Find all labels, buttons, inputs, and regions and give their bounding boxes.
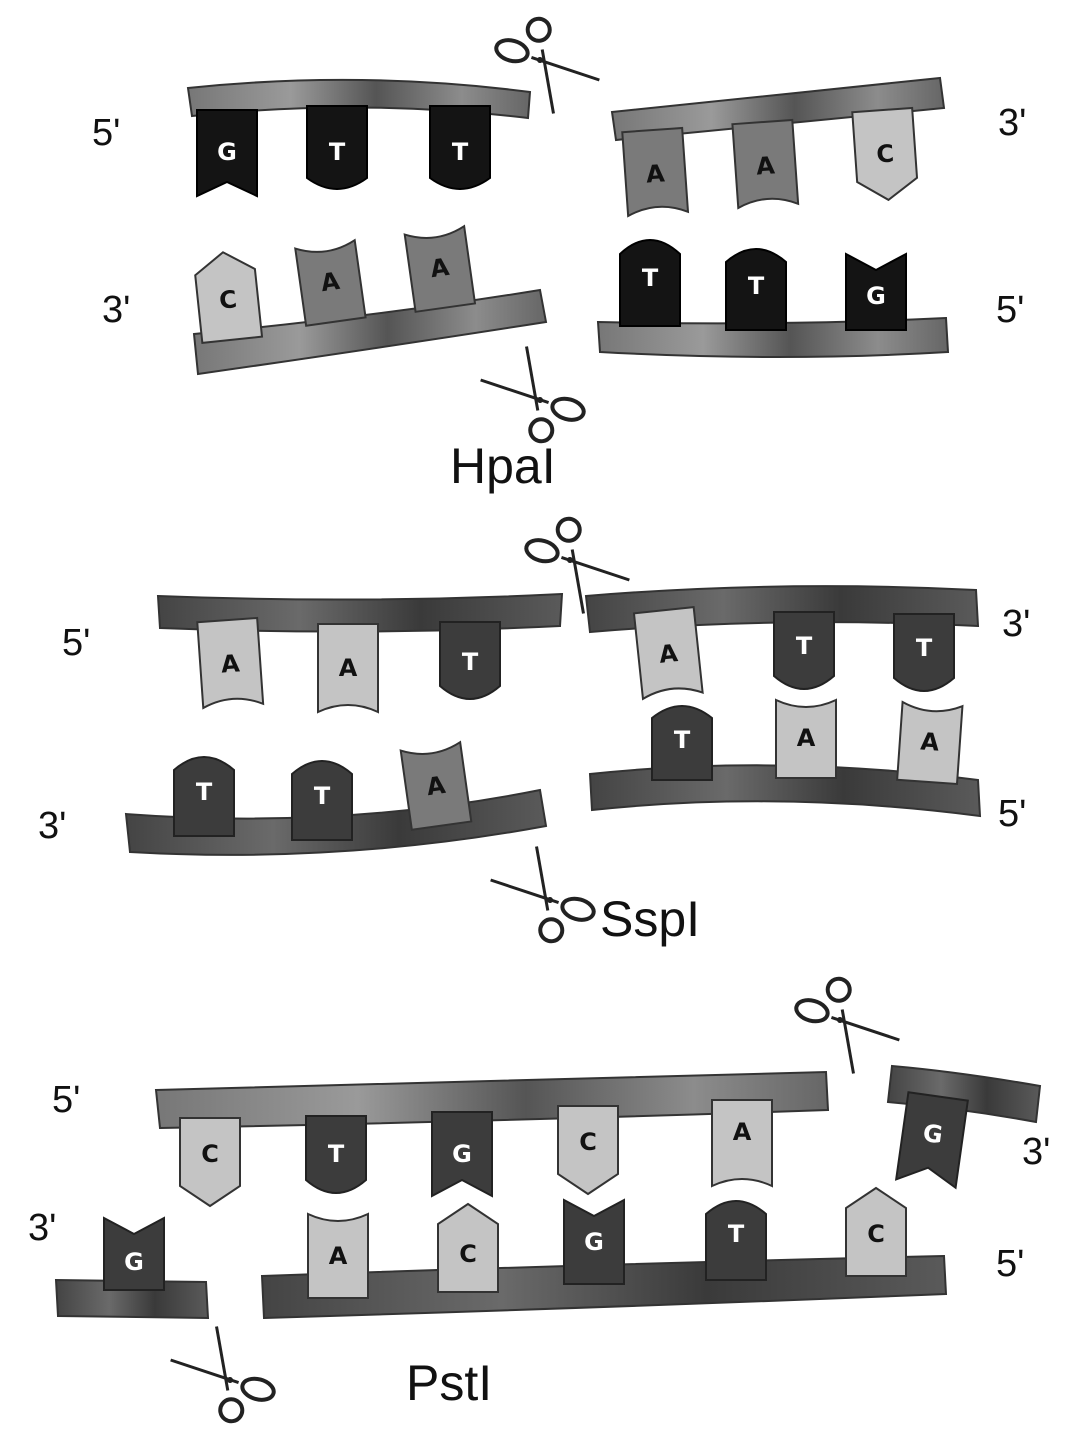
base-letter: G [124, 1248, 144, 1276]
sspi-base-top-left-2: A [317, 623, 379, 714]
base-letter: T [796, 632, 813, 660]
base-letter: A [645, 159, 666, 188]
base-letter: T [314, 782, 331, 810]
base-letter: A [425, 771, 448, 801]
hpai-top-right-end-label: 3' [998, 102, 1026, 144]
base-letter: A [319, 267, 342, 297]
base-letter: A [329, 1242, 348, 1270]
base-letter: A [755, 151, 776, 180]
sspi-base-bottom-right-2: A [775, 698, 837, 779]
sspi-top-left-end-label: 5' [62, 622, 90, 664]
hpai-base-bottom-left-3: A [403, 224, 477, 313]
psti-base-top-left-2: T [305, 1115, 367, 1194]
sspi-base-top-right-3: T [893, 613, 955, 692]
psti-base-top-right-1: G [894, 1091, 969, 1190]
base-letter: G [217, 138, 237, 166]
hpai-enzyme-label: HpaI [450, 438, 556, 494]
base-letter: C [459, 1240, 477, 1268]
base-letter: C [579, 1128, 597, 1156]
scissors-icon [164, 1316, 284, 1432]
hpai-base-bottom-left-2: A [294, 238, 367, 327]
base-letter: T [728, 1220, 745, 1248]
psti-base-top-left-1: C [179, 1117, 241, 1208]
base-letter: T [642, 264, 659, 292]
base-letter: A [429, 253, 452, 283]
hpai-bottom-left-end-label: 3' [102, 289, 130, 331]
hpai-base-top-right-3: C [851, 106, 919, 202]
psti-base-bottom-right-5: C [845, 1186, 907, 1277]
psti-base-bottom-right-2: C [437, 1202, 499, 1293]
sspi-base-top-right-2: T [773, 611, 835, 690]
psti-base-top-left-4: C [557, 1105, 619, 1196]
base-letter: A [220, 649, 241, 678]
base-letter: T [452, 138, 469, 166]
base-letter: G [584, 1228, 604, 1256]
base-letter: A [733, 1118, 752, 1146]
base-letter: A [658, 639, 680, 669]
psti-base-top-left-5: A [711, 1099, 773, 1188]
base-letter: T [748, 272, 765, 300]
hpai-top-right-backbone [610, 76, 946, 142]
scissors-icon [484, 836, 604, 952]
base-letter: T [674, 726, 691, 754]
psti-base-bottom-right-1: A [307, 1212, 369, 1299]
psti-bottom-left-end-label: 3' [28, 1207, 56, 1249]
panel-hpai: G T T A A C C A [92, 8, 1026, 494]
base-letter: G [452, 1140, 472, 1168]
sspi-base-bottom-left-3: A [399, 740, 473, 831]
sspi-base-bottom-right-3: A [896, 700, 964, 786]
base-letter: A [920, 727, 941, 756]
base-letter: C [201, 1140, 219, 1168]
sspi-base-top-left-3: T [439, 621, 501, 700]
psti-bottom-right-end-label: 5' [996, 1243, 1024, 1285]
hpai-base-top-left-3: T [429, 105, 491, 190]
psti-base-top-left-3: G [431, 1111, 493, 1198]
sspi-base-bottom-left-2: T [291, 760, 353, 841]
hpai-base-top-right-2: A [731, 118, 800, 210]
base-letter: C [876, 139, 896, 168]
base-letter: A [339, 654, 358, 682]
panel-psti: C T G C A G G A [28, 968, 1050, 1432]
sspi-enzyme-label: SspI [600, 891, 700, 947]
psti-enzyme-label: PstI [406, 1355, 492, 1411]
scissors-icon [474, 336, 594, 452]
hpai-base-top-right-1: A [621, 126, 690, 218]
base-letter: T [328, 1140, 345, 1168]
base-letter: C [218, 285, 238, 315]
hpai-base-bottom-left-1: C [194, 251, 264, 345]
hpai-base-top-left-2: T [306, 105, 368, 190]
base-letter: G [866, 282, 886, 310]
base-letter: G [921, 1119, 944, 1149]
hpai-base-bottom-right-2: T [725, 248, 787, 331]
sspi-base-top-left-1: A [196, 616, 265, 710]
psti-top-right-end-label: 3' [1022, 1131, 1050, 1173]
psti-top-left-end-label: 5' [52, 1079, 80, 1121]
base-letter: T [196, 778, 213, 806]
hpai-base-bottom-right-3: G [845, 252, 907, 331]
base-letter: T [329, 138, 346, 166]
hpai-bottom-right-end-label: 5' [996, 289, 1024, 331]
sspi-top-right-end-label: 3' [1002, 603, 1030, 645]
sspi-bottom-left-end-label: 3' [38, 805, 66, 847]
hpai-base-top-left-1: G [196, 109, 258, 198]
psti-base-bottom-left-1: G [103, 1216, 165, 1291]
scissors-icon [786, 968, 906, 1084]
base-letter: T [462, 648, 479, 676]
sspi-bottom-right-end-label: 5' [998, 793, 1026, 835]
psti-base-bottom-right-3: G [563, 1198, 625, 1285]
sspi-base-bottom-right-1: T [651, 705, 713, 781]
psti-base-bottom-right-4: T [705, 1200, 767, 1281]
sspi-base-top-right-1: A [632, 605, 704, 701]
sspi-base-bottom-left-1: T [173, 756, 235, 837]
base-letter: A [797, 724, 816, 752]
hpai-top-left-end-label: 5' [92, 112, 120, 154]
panel-sspi: A A T A T T T T [38, 508, 1030, 952]
base-letter: T [916, 634, 933, 662]
hpai-base-bottom-right-1: T [619, 239, 681, 327]
base-letter: C [867, 1220, 885, 1248]
